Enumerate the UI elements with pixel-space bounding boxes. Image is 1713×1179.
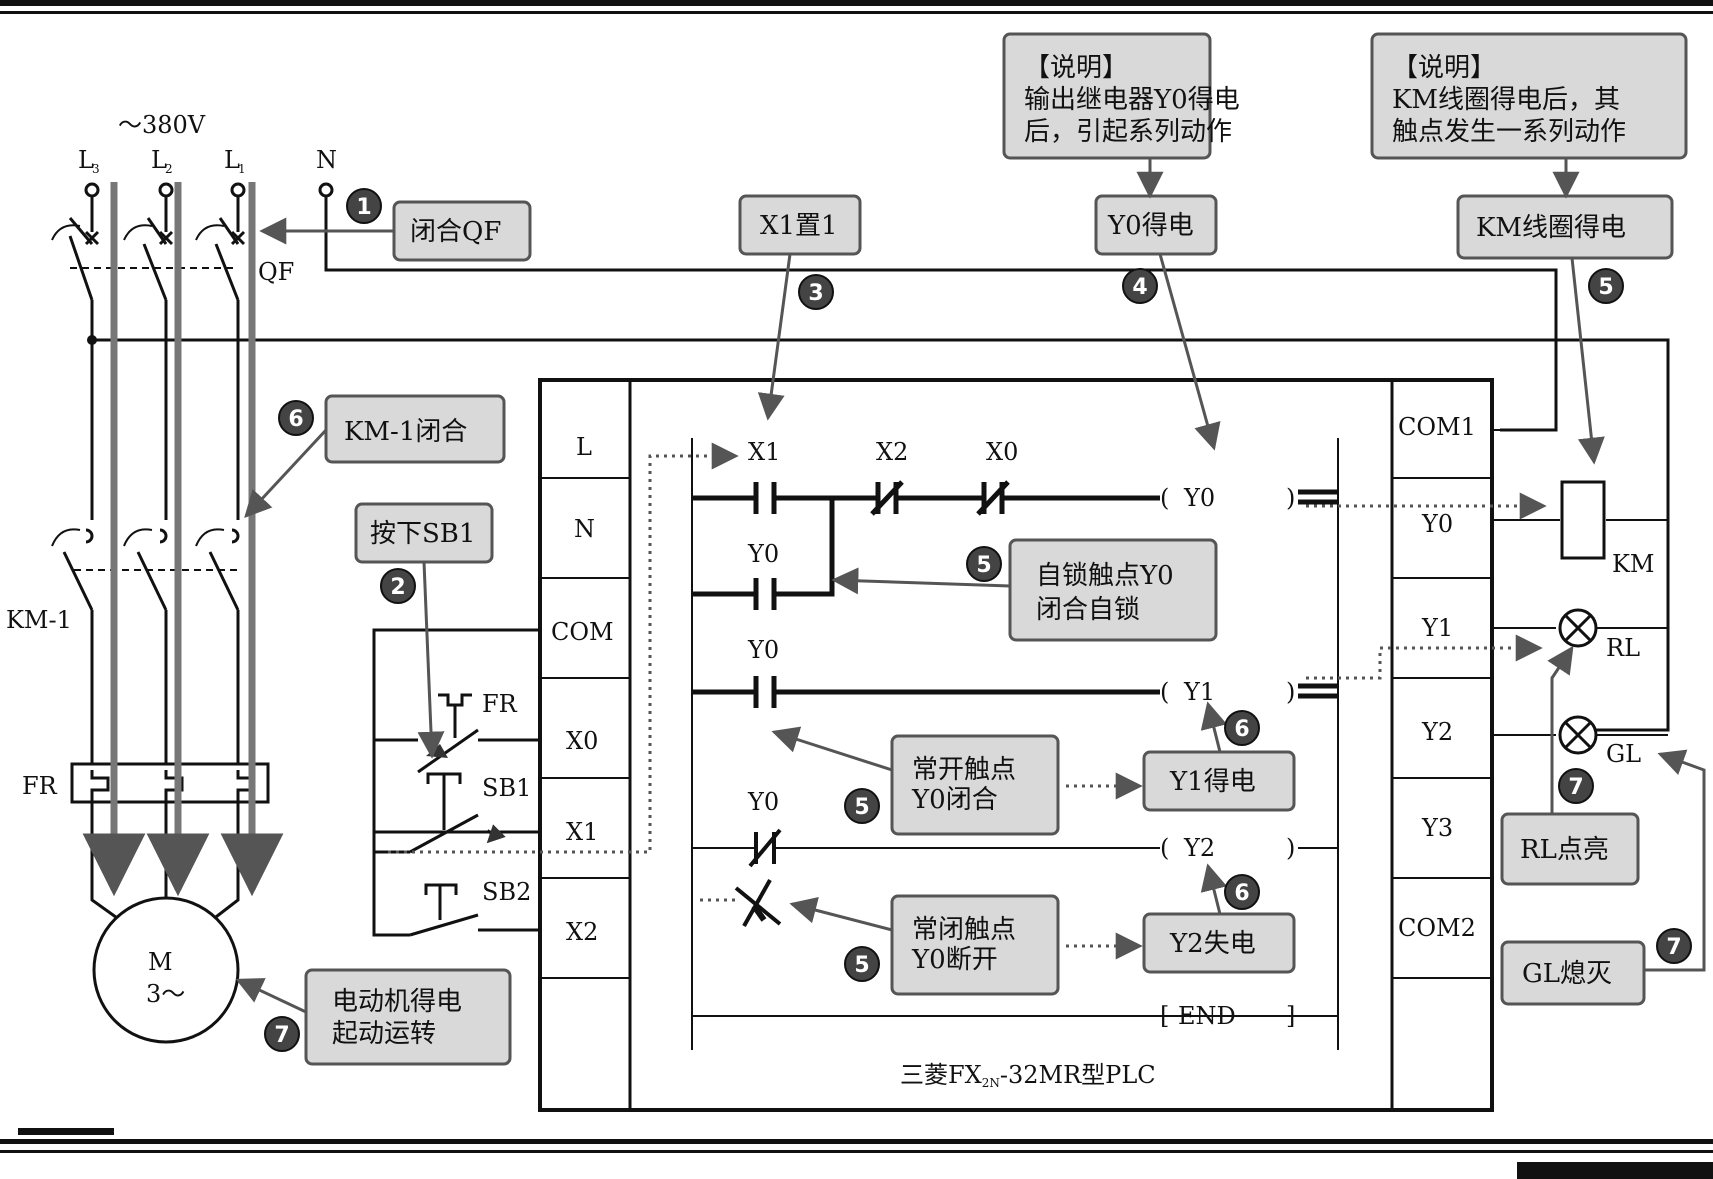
step-5-badge: 5: [854, 795, 869, 820]
motor-label: M: [148, 948, 173, 976]
no-contact-y0-label: Y0: [747, 636, 779, 664]
motor-symbol: [92, 896, 240, 1044]
svg-text:Y0断开: Y0断开: [911, 945, 998, 975]
gl-label: GL: [1606, 740, 1641, 768]
motor-phase-label: 3～: [146, 980, 185, 1008]
step-5-badge: 5: [976, 553, 991, 578]
km-coil-label: KM: [1612, 550, 1655, 578]
svg-text:1: 1: [238, 162, 246, 176]
svg-text:后，引起系列动作: 后，引起系列动作: [1024, 117, 1232, 147]
neutral-label: N: [316, 146, 337, 174]
step-5-badge: 5: [1598, 275, 1613, 300]
coil-y0-label: Y0: [1183, 484, 1215, 512]
self-lock-callout: 自锁触点Y0: [1036, 561, 1174, 591]
svg-text:): ): [1286, 678, 1295, 706]
svg-text:2: 2: [165, 162, 173, 176]
svg-text:触点发生一系列动作: 触点发生一系列动作: [1392, 117, 1626, 147]
svg-text:KM线圈得电后，其: KM线圈得电后，其: [1392, 85, 1620, 115]
note2-title: 【说明】: [1392, 53, 1496, 83]
svg-text:输出继电器Y0得电: 输出继电器Y0得电: [1024, 85, 1240, 115]
contact-x1-label: X1: [748, 438, 780, 466]
km-coil-on-callout: KM线圈得电: [1476, 213, 1626, 243]
svg-text:): ): [1286, 834, 1295, 862]
y2-off-callout: Y2失电: [1169, 929, 1256, 959]
step-5-badge: 5: [854, 953, 869, 978]
km1-close-callout: KM-1闭合: [344, 417, 467, 447]
plc-output-y0: Y0: [1421, 510, 1453, 538]
step-badges: 1 2 3 4 5 5 5 5 6 6 6 7 7 7: [264, 188, 1692, 1052]
fr-thermal-label: FR: [22, 772, 58, 800]
plc-input-n: N: [574, 515, 595, 543]
contact-x2-label: X2: [876, 438, 908, 466]
plc-model-label: 三菱FX2N-32MR型PLC: [900, 1061, 1156, 1090]
end-instruction: END: [1178, 1002, 1236, 1030]
output-circuit: [1492, 429, 1669, 736]
step-7-badge: 7: [274, 1023, 289, 1048]
step-4-badge: 4: [1132, 275, 1147, 300]
y0-on-callout: Y0得电: [1107, 211, 1194, 241]
rl-on-callout: RL点亮: [1520, 835, 1609, 865]
svg-text:闭合自锁: 闭合自锁: [1036, 595, 1140, 625]
step-2-badge: 2: [390, 575, 405, 600]
svg-text:]: ]: [1286, 1002, 1295, 1030]
phase-l1-label: L: [224, 146, 240, 174]
plc-input-x1: X1: [566, 818, 598, 846]
plc-output-com1: COM1: [1398, 413, 1476, 441]
plc-input-x2: X2: [566, 918, 598, 946]
svg-text:(: (: [1160, 484, 1169, 512]
km-coil-symbol: [1560, 480, 1606, 560]
svg-text:Y0闭合: Y0闭合: [911, 785, 998, 815]
plc-input-x0: X0: [566, 727, 598, 755]
rl-label: RL: [1606, 634, 1640, 662]
qf-label: QF: [258, 258, 294, 286]
step-7-badge: 7: [1666, 935, 1681, 960]
gl-off-callout: GL熄灭: [1522, 959, 1612, 989]
coil-y1-label: Y1: [1183, 678, 1215, 706]
sb2-label: SB2: [482, 878, 531, 906]
svg-text:(: (: [1160, 834, 1169, 862]
step-6-badge: 6: [288, 407, 303, 432]
svg-text:[: [: [1160, 1002, 1169, 1030]
press-sb1-callout: 按下SB1: [370, 519, 475, 549]
svg-text:起动运转: 起动运转: [332, 1019, 436, 1049]
callouts: 【说明】 输出继电器Y0得电 后，引起系列动作 【说明】 KM线圈得电后，其 触…: [304, 32, 1688, 1066]
svg-text:): ): [1286, 484, 1295, 512]
step-1-badge: 1: [356, 195, 371, 220]
close-qf-callout: 闭合QF: [410, 217, 501, 247]
y1-on-callout: Y1得电: [1169, 767, 1256, 797]
plc-input-com: COM: [551, 618, 614, 646]
plc-input-l: L: [576, 433, 592, 461]
svg-text:3: 3: [92, 162, 100, 176]
step-3-badge: 3: [808, 281, 823, 306]
step-6-badge: 6: [1234, 717, 1249, 742]
plc-output-com2: COM2: [1398, 914, 1476, 942]
note1-title: 【说明】: [1024, 53, 1128, 83]
seal-contact-y0-label: Y0: [747, 540, 779, 568]
coil-y2-label: Y2: [1183, 834, 1215, 862]
x1-set-callout: X1置1: [760, 211, 838, 241]
contact-x0-label: X0: [986, 438, 1018, 466]
nc-contact-callout: 常闭触点: [912, 915, 1016, 945]
ladder-diagram: X1 X2 X0 Y0 Y0 Y0 ( Y0 ) ( Y1 ) ( Y2 ) […: [691, 438, 1339, 1050]
plc-output-y2: Y2: [1421, 718, 1453, 746]
step-6-badge: 6: [1234, 881, 1249, 906]
input-circuit: [372, 628, 540, 937]
phase-l3-label: L: [78, 146, 94, 174]
svg-text:(: (: [1160, 678, 1169, 706]
step-7-badge: 7: [1568, 775, 1583, 800]
plc-output-y3: Y3: [1421, 814, 1453, 842]
phase-l2-label: L: [151, 146, 167, 174]
fr-switch-label: FR: [482, 690, 518, 718]
supply-voltage-label: ～380V: [118, 111, 206, 139]
motor-start-callout: 电动机得电: [332, 987, 462, 1017]
no-contact-callout: 常开触点: [912, 755, 1016, 785]
power-circuit: ～380V L 3 L 2 L 1 N: [6, 111, 1670, 1044]
plc-output-y1: Y1: [1421, 614, 1453, 642]
km1-label: KM-1: [6, 606, 72, 634]
nc-contact-y0-label: Y0: [747, 788, 779, 816]
sb1-label: SB1: [482, 774, 531, 802]
